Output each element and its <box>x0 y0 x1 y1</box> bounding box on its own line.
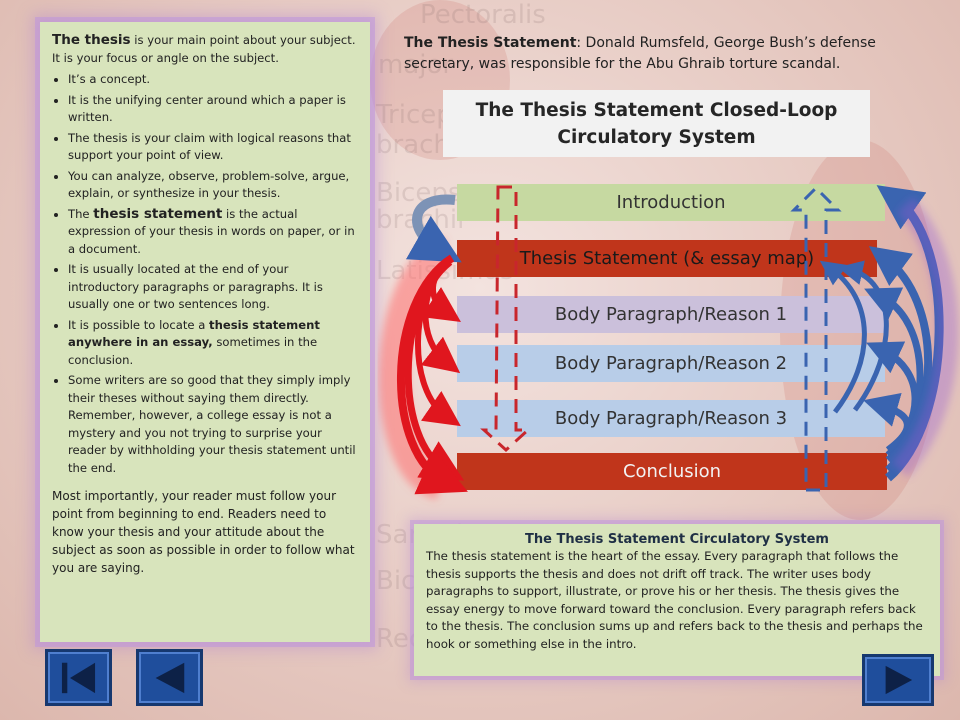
statement-label: The Thesis Statement <box>404 35 577 51</box>
list-item: The thesis is your claim with logical re… <box>68 130 356 165</box>
previous-triangle-icon <box>155 662 185 694</box>
skip-to-first-icon <box>61 662 96 694</box>
bg-word: brachii <box>376 205 465 235</box>
bar-body-paragraph-3: Body Paragraph/Reason 3 <box>457 400 885 437</box>
bar-thesis-statement: Thesis Statement (& essay map) <box>457 240 877 277</box>
list-item-text: is the actual expression of your thesis … <box>68 206 355 256</box>
list-item: Some writers are so good that they simpl… <box>68 372 356 477</box>
circulatory-system-panel: The Thesis Statement Circulatory System … <box>414 524 940 676</box>
bg-word: Biceps <box>376 178 462 208</box>
next-triangle-icon <box>885 665 913 695</box>
list-item: The thesis statement is the actual expre… <box>68 206 356 259</box>
thesis-intro-text: is your main point about your subject. I… <box>52 33 356 65</box>
list-item-text: The <box>68 206 94 221</box>
list-item-text: sometimes in the conclusion. <box>68 335 318 367</box>
thesis-intro-bold: The thesis <box>52 32 131 48</box>
list-item: You can analyze, observe, problem-solve,… <box>68 168 356 203</box>
bar-body-paragraph-1: Body Paragraph/Reason 1 <box>457 296 885 333</box>
red-arrow-group <box>397 254 468 495</box>
previous-slide-button[interactable] <box>136 649 203 706</box>
bar-conclusion: Conclusion <box>457 453 887 490</box>
circulatory-system-body: The thesis statement is the heart of the… <box>426 549 923 651</box>
thesis-intro: The thesis is your main point about your… <box>52 32 356 67</box>
bg-word: major <box>378 50 454 80</box>
list-item: It is the unifying center around which a… <box>68 92 356 127</box>
diagram-title: The Thesis Statement Closed-Loop Circula… <box>443 90 870 157</box>
statement-text: : Donald Rumsfeld, George Bush’s defense… <box>404 35 876 72</box>
thesis-definition-panel: The thesis is your main point about your… <box>40 22 370 642</box>
next-slide-button[interactable] <box>862 654 934 706</box>
thesis-example-statement: The Thesis Statement: Donald Rumsfeld, G… <box>404 33 914 75</box>
red-arrow <box>397 254 468 495</box>
bar-body-paragraph-2: Body Paragraph/Reason 2 <box>457 345 885 382</box>
list-item-bold: thesis statement anywhere in an essay, <box>68 317 320 350</box>
list-item-bold: thesis statement <box>93 205 223 222</box>
bg-word: Pectoralis <box>420 0 546 30</box>
red-arrow <box>404 259 465 481</box>
thesis-bullet-list: It’s a concept. It is the unifying cente… <box>52 71 356 477</box>
list-item: It’s a concept. <box>68 71 356 89</box>
first-slide-button[interactable] <box>45 649 112 706</box>
circulatory-system-title: The Thesis Statement Circulatory System <box>525 532 829 547</box>
bar-introduction: Introduction <box>457 184 885 221</box>
list-item-text: It is possible to locate a <box>68 317 210 332</box>
list-item: It is usually located at the end of your… <box>68 261 356 314</box>
closing-paragraph: Most importantly, your reader must follo… <box>52 489 355 575</box>
list-item: It is possible to locate a thesis statem… <box>68 317 356 370</box>
red-glow <box>379 237 454 500</box>
